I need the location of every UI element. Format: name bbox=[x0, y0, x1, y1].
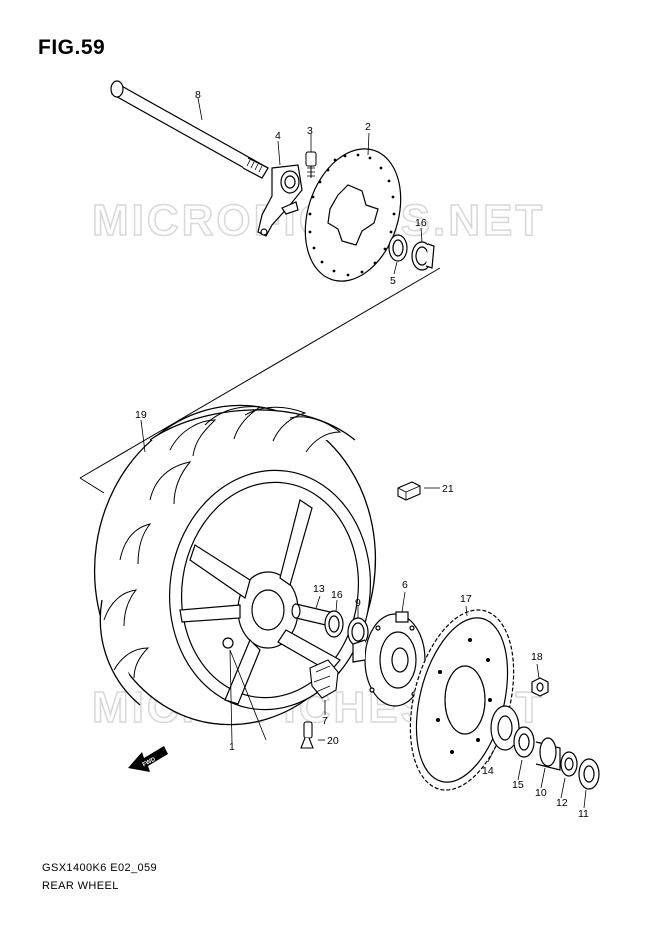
callout-4: 4 bbox=[275, 130, 281, 142]
rear-sprocket bbox=[409, 609, 515, 791]
figure-title: FIG.59 bbox=[38, 36, 106, 59]
valve bbox=[300, 721, 314, 749]
damper-piece bbox=[309, 659, 339, 699]
sprocket-nut bbox=[531, 677, 549, 697]
balance-weight bbox=[397, 481, 421, 501]
callout-18: 18 bbox=[531, 651, 543, 663]
callout-21: 21 bbox=[442, 483, 454, 495]
callout-2: 2 bbox=[365, 121, 371, 133]
bolt bbox=[305, 151, 317, 178]
callout-6: 6 bbox=[402, 579, 408, 591]
sprocket-carrier bbox=[352, 611, 426, 707]
callout-14: 14 bbox=[482, 765, 494, 777]
callout-7: 7 bbox=[322, 715, 328, 727]
bearing-stack bbox=[490, 705, 600, 790]
callout-5: 5 bbox=[390, 275, 396, 287]
callout-16-hub: 16 bbox=[331, 589, 343, 601]
forward-arrow-icon: FWD bbox=[128, 746, 168, 772]
callout-17: 17 bbox=[460, 593, 472, 605]
brake-disc bbox=[304, 148, 402, 282]
callout-1: 1 bbox=[229, 741, 235, 753]
callout-19: 19 bbox=[135, 409, 147, 421]
axle bbox=[110, 80, 269, 179]
callout-11: 11 bbox=[578, 808, 589, 820]
callout-16-top: 16 bbox=[415, 217, 427, 229]
callout-9: 9 bbox=[355, 597, 361, 609]
callout-12: 12 bbox=[556, 797, 568, 809]
callout-8: 8 bbox=[195, 89, 201, 101]
callout-10: 10 bbox=[535, 787, 547, 799]
callout-20: 20 bbox=[327, 735, 339, 747]
part-name: REAR WHEEL bbox=[42, 880, 119, 892]
group-bracket bbox=[79, 267, 441, 494]
wheel-rim bbox=[168, 469, 372, 711]
leader-lines bbox=[140, 97, 587, 809]
callout-3: 3 bbox=[307, 125, 313, 137]
spacer-and-seal-top bbox=[388, 234, 435, 271]
callout-13: 13 bbox=[313, 583, 325, 595]
caliper-bracket bbox=[257, 164, 303, 237]
model-code: GSX1400K6 E02_059 bbox=[42, 862, 158, 874]
callout-15: 15 bbox=[512, 779, 524, 791]
